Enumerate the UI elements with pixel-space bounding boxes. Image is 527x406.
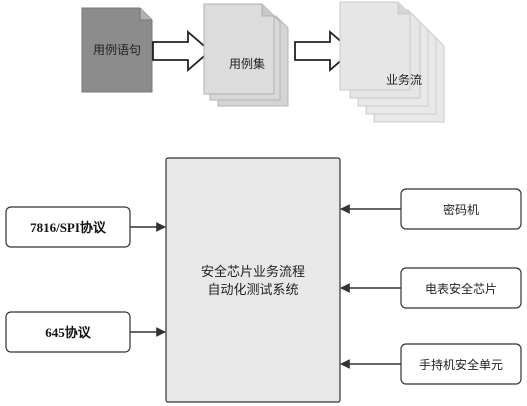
doc-case-set: 用例集 <box>203 3 289 107</box>
protocol-645-box: 645协议 <box>5 311 131 353</box>
protocol-7816-spi-box: 7816/SPI协议 <box>5 206 131 248</box>
hollow-arrow-1 <box>152 30 212 72</box>
center-box-title-line2: 自动化测试系统 <box>207 283 298 298</box>
doc-sentences: 用例语句 <box>81 7 153 93</box>
meter-security-chip-label: 电表安全芯片 <box>425 281 497 296</box>
doc-business-flow-label: 业务流 <box>386 72 422 87</box>
crypto-machine-box: 密码机 <box>400 188 522 230</box>
doc-case-set-label: 用例集 <box>229 56 265 71</box>
handheld-security-unit-label: 手持机安全单元 <box>419 357 503 372</box>
handheld-security-unit-box: 手持机安全单元 <box>400 343 522 385</box>
doc-sentences-label: 用例语句 <box>93 43 141 57</box>
center-system-box: 安全芯片业务流程 自动化测试系统 <box>165 157 341 403</box>
protocol-645-label: 645协议 <box>45 325 92 340</box>
crypto-machine-label: 密码机 <box>443 202 479 217</box>
center-box-title-line1: 安全芯片业务流程 <box>201 264 305 280</box>
meter-security-chip-box: 电表安全芯片 <box>400 267 522 309</box>
doc-business-flow: 业务流 <box>339 1 445 123</box>
protocol-7816-spi-label: 7816/SPI协议 <box>30 220 107 235</box>
